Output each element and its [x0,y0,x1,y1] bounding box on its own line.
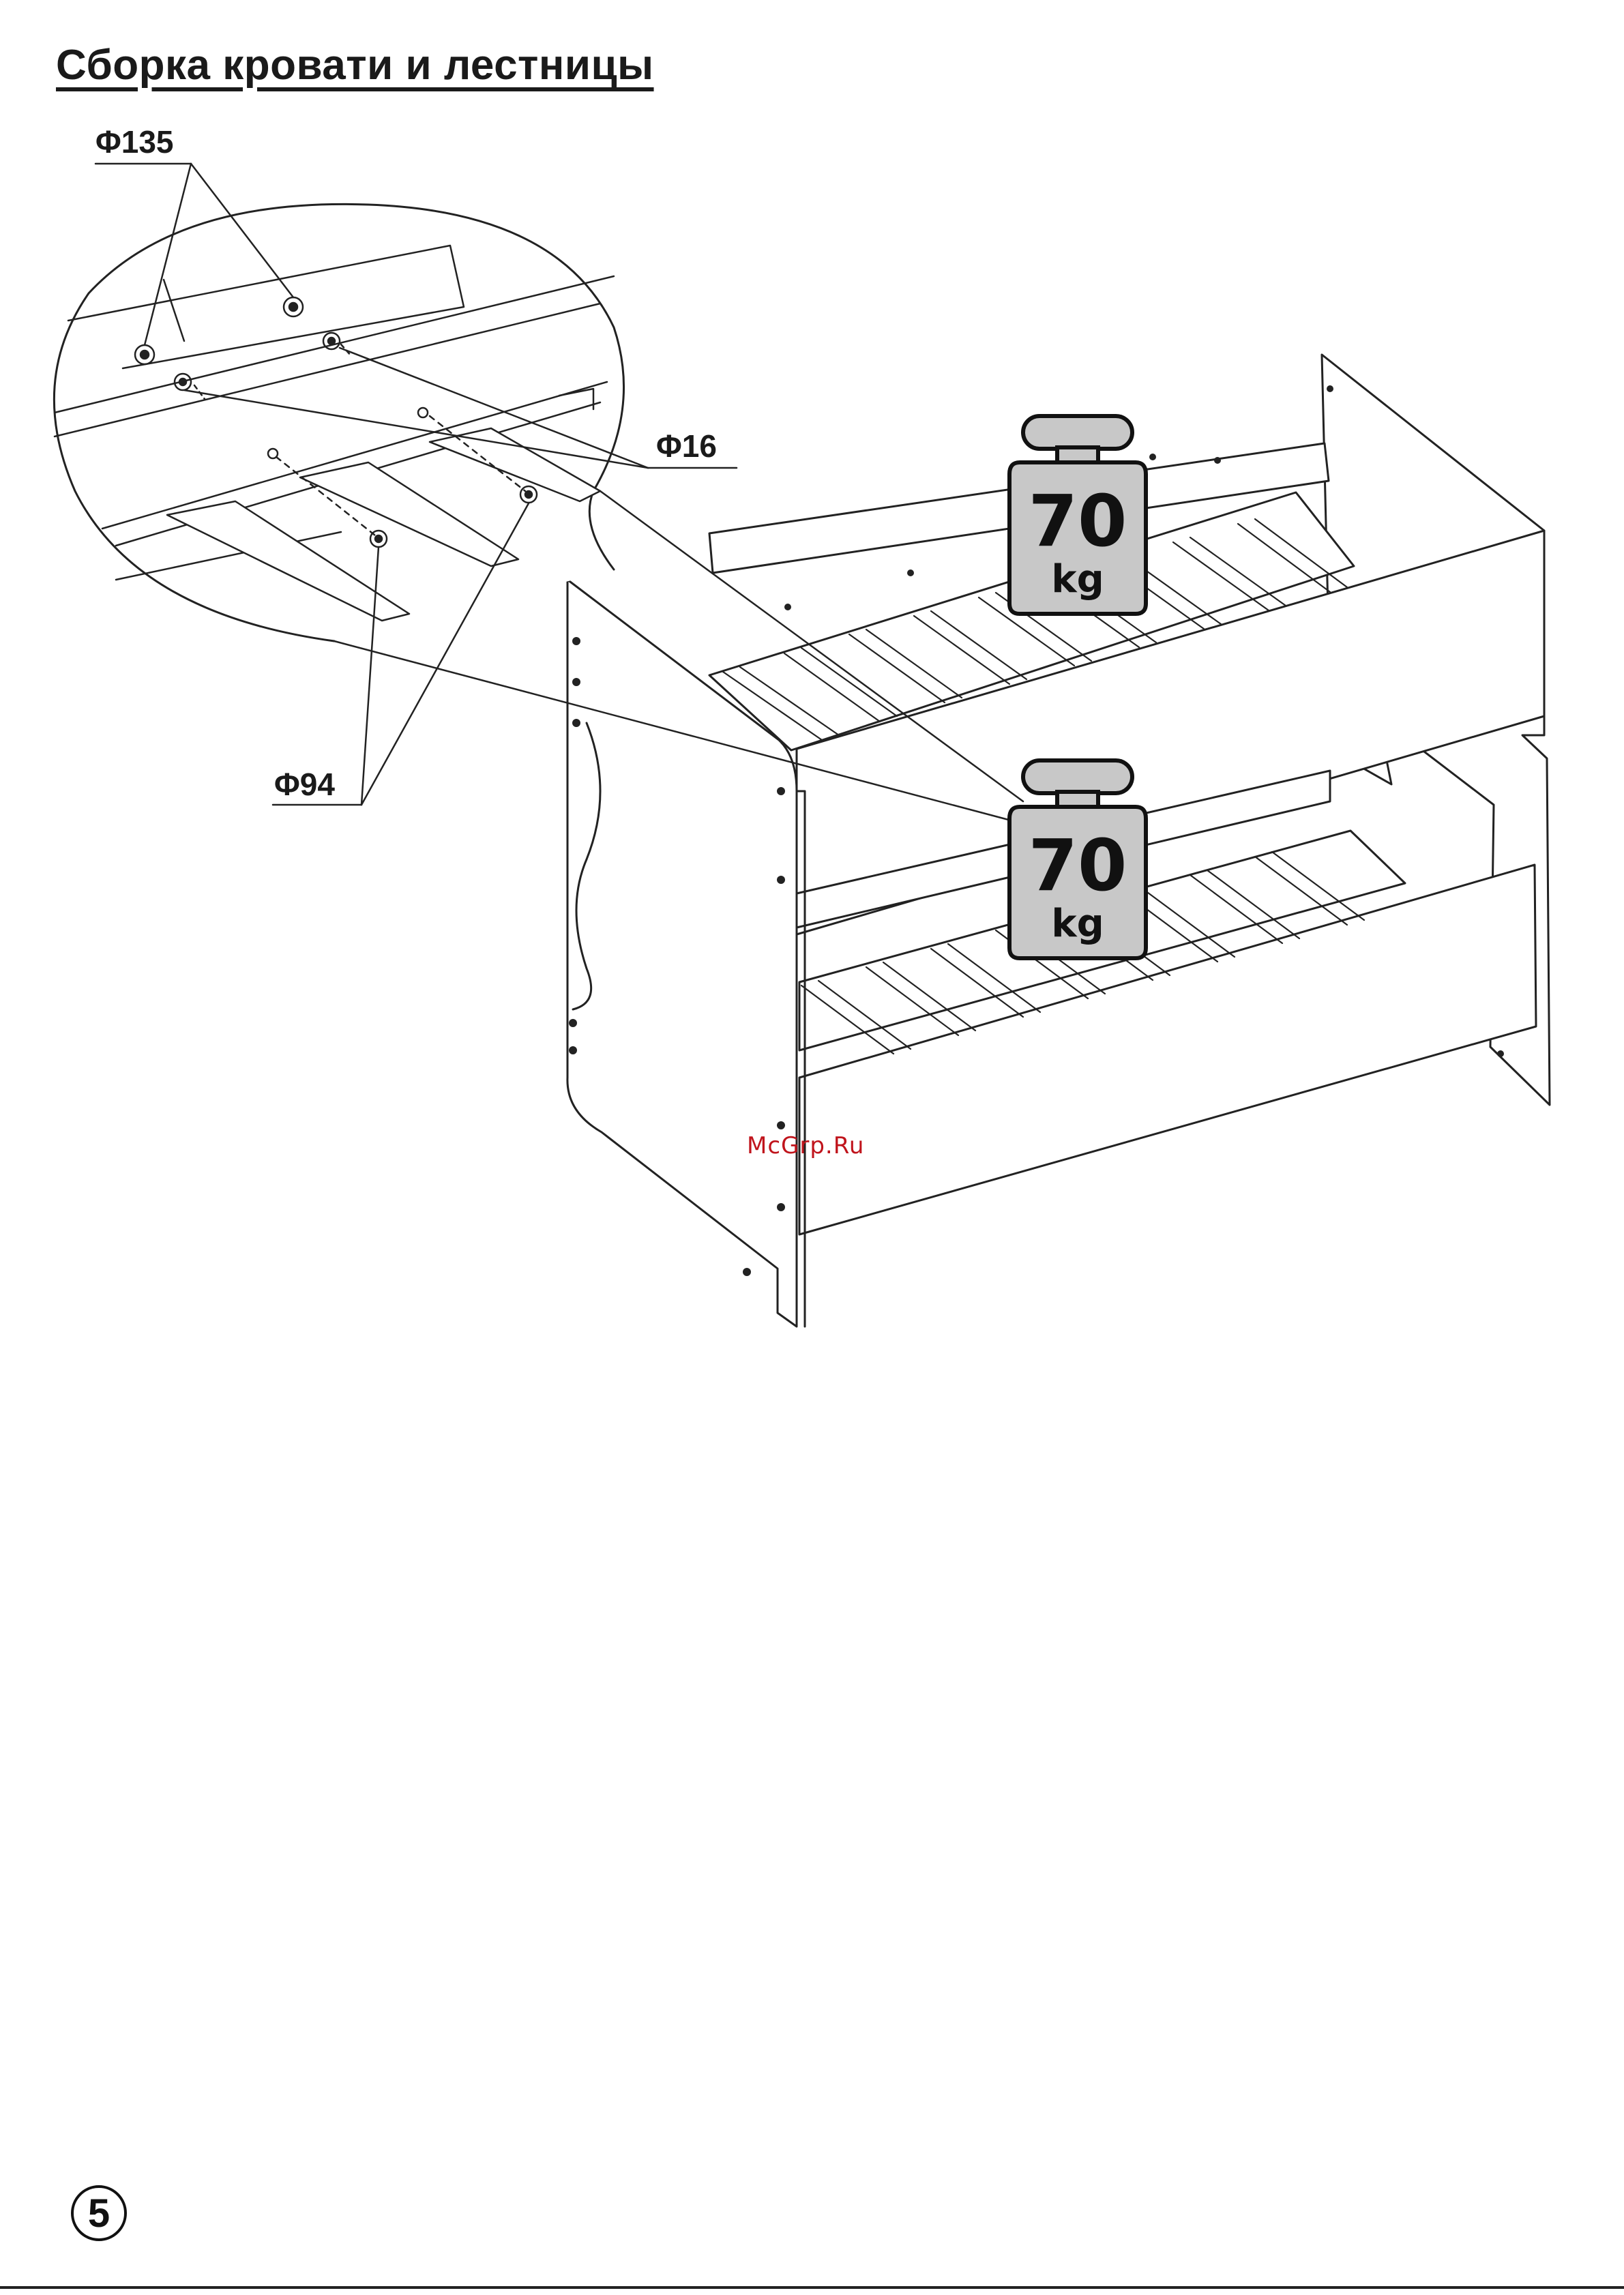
callout-phi16: Φ16 [656,428,717,464]
detail-zoom [54,164,1023,822]
callout-phi94: Φ94 [274,767,335,802]
weight-icon: 70 kg [1009,416,1146,614]
page-number: 5 [71,2185,127,2241]
watermark: McGrp.Ru [747,1132,864,1159]
weight-icon: 70 kg [1009,760,1146,958]
lower-weight-value: 70 [1029,824,1127,907]
upper-weight-value: 70 [1029,479,1127,563]
upper-weight-unit: kg [1051,557,1104,602]
footer-rule [0,2286,1624,2289]
lower-weight-unit: kg [1051,902,1104,946]
callout-phi135: Φ135 [95,124,174,160]
assembly-diagram: Φ135 Φ16 Φ94 70 kg 70 kg [0,0,1624,1364]
